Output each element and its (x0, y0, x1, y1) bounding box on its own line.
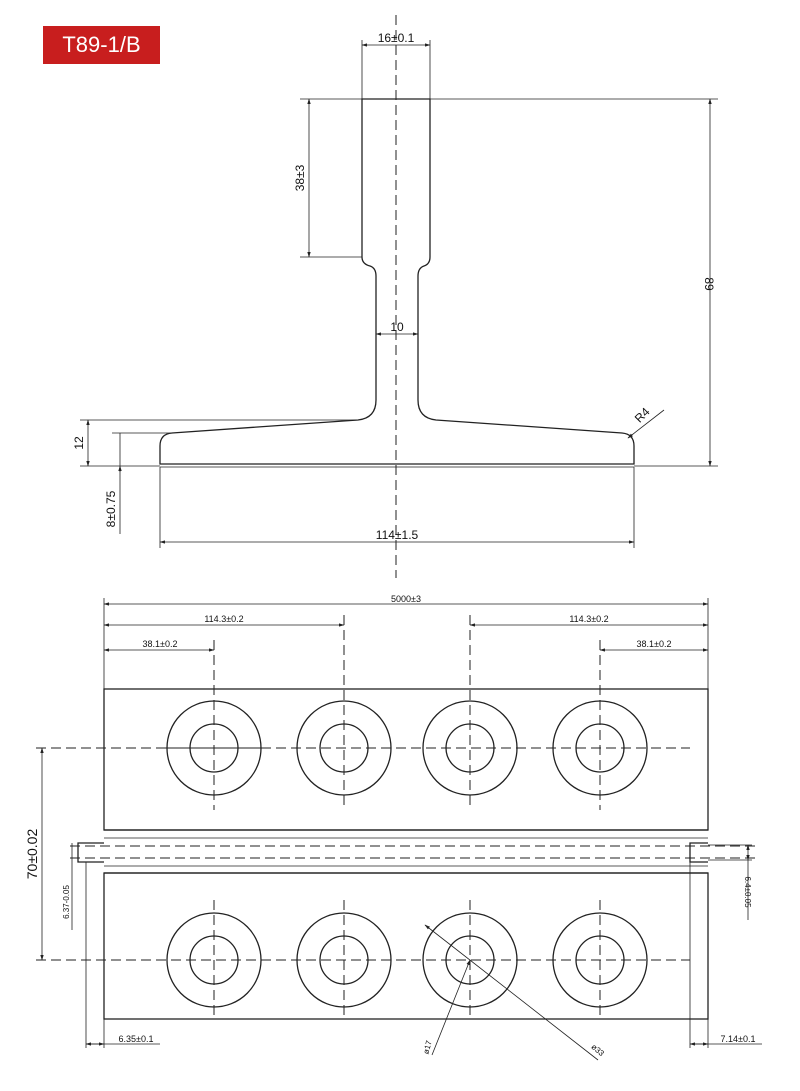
dim-length: 5000±3 (391, 594, 421, 604)
dim-hole-large: ø33 (589, 1042, 606, 1058)
rail-section-view: 16±0.1 38±3 10 89 R4 12 8±0.75 114±1.5 (72, 15, 718, 578)
dim-hole-pitch-left: 114.3±0.2 (204, 614, 243, 624)
dim-hole-pitch-right: 114.3±0.2 (569, 614, 608, 624)
dim-flange-height: 12 (72, 436, 86, 450)
dim-total-height: 89 (702, 277, 716, 291)
dim-end-offset-left: 38.1±0.2 (143, 639, 178, 649)
dim-hole-small: ø17 (421, 1039, 433, 1055)
dim-tongue-right: 6.4±0.05 (743, 876, 752, 908)
dim-flange-thickness: 8±0.75 (104, 490, 118, 527)
dim-head-height: 38±3 (293, 164, 307, 191)
upper-flange-plate (103, 688, 709, 831)
left-joint-tongue (77, 842, 104, 863)
dim-radius: R4 (632, 405, 653, 426)
dim-end-offset-right: 38.1±0.2 (637, 639, 672, 649)
dim-end-gap-right: 7.14±0.1 (721, 1034, 756, 1044)
dim-web-width: 10 (390, 320, 404, 334)
dim-row-spacing: 70±0.02 (24, 829, 40, 880)
dim-tongue-left: 6.37-0.05 (62, 885, 71, 919)
dim-end-gap-left: 6.35±0.1 (119, 1034, 154, 1044)
dim-head-width: 16±0.1 (378, 31, 415, 45)
right-joint-groove (689, 842, 708, 863)
rail-profile-outline (159, 98, 635, 465)
model-badge: T89-1/B (43, 26, 160, 64)
dim-base-width: 114±1.5 (376, 528, 419, 542)
rail-plan-view: 5000±3 114.3±0.2 114.3±0.2 38.1±0.2 38.1… (24, 594, 762, 1061)
